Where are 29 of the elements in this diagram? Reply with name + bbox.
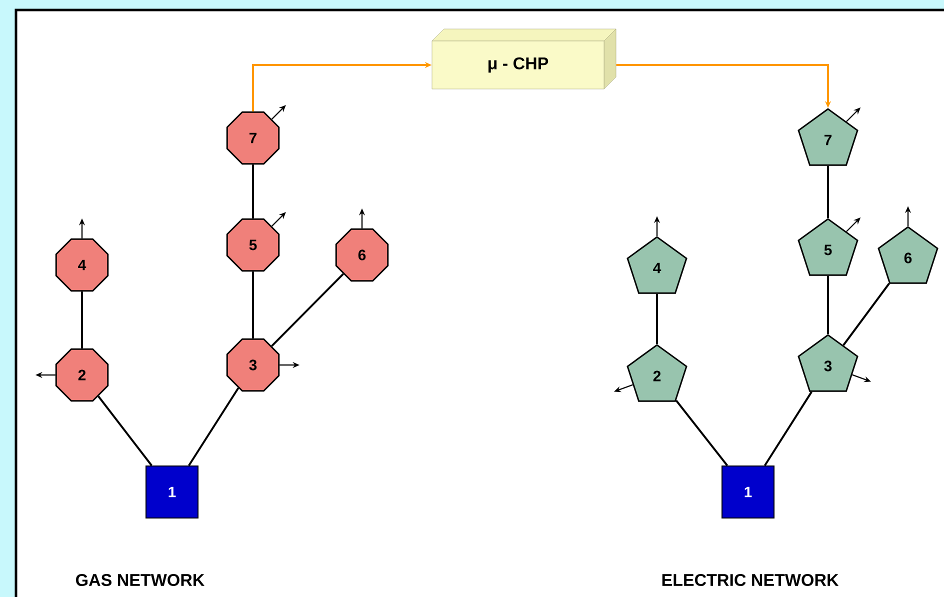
source-square: 1	[722, 466, 774, 518]
source-square: 1	[146, 466, 198, 518]
octagon-node: 2	[55, 348, 109, 402]
octagon-node: 5	[226, 218, 280, 272]
connector-line	[675, 400, 728, 466]
pentagon-node: 3	[798, 334, 858, 392]
octagon-node: 4	[55, 238, 109, 292]
pentagon-node: 4	[626, 236, 688, 294]
connector-line	[81, 292, 83, 348]
pentagon-node: 7	[798, 108, 858, 166]
connector-line	[842, 282, 890, 346]
connector-line	[252, 272, 254, 338]
connector-line	[827, 276, 830, 334]
pentagon-node: 6	[878, 226, 938, 284]
connector-line	[656, 294, 658, 344]
octagon-node: 7	[226, 111, 280, 165]
pentagon-node: 5	[798, 218, 858, 276]
octagon-node: 6	[335, 228, 389, 282]
device-box: μ - CHP	[432, 28, 616, 90]
connector-line	[827, 166, 830, 218]
pentagon-node: 2	[626, 344, 688, 402]
octagon-node: 3	[226, 338, 280, 392]
connector-line	[764, 391, 812, 466]
connector-line	[252, 164, 254, 218]
network-label: GAS NETWORK	[76, 574, 205, 586]
network-label: ELECTRIC NETWORK	[662, 574, 839, 586]
connector-line	[98, 396, 152, 466]
connector-line	[188, 387, 240, 466]
connector-line	[271, 273, 344, 347]
